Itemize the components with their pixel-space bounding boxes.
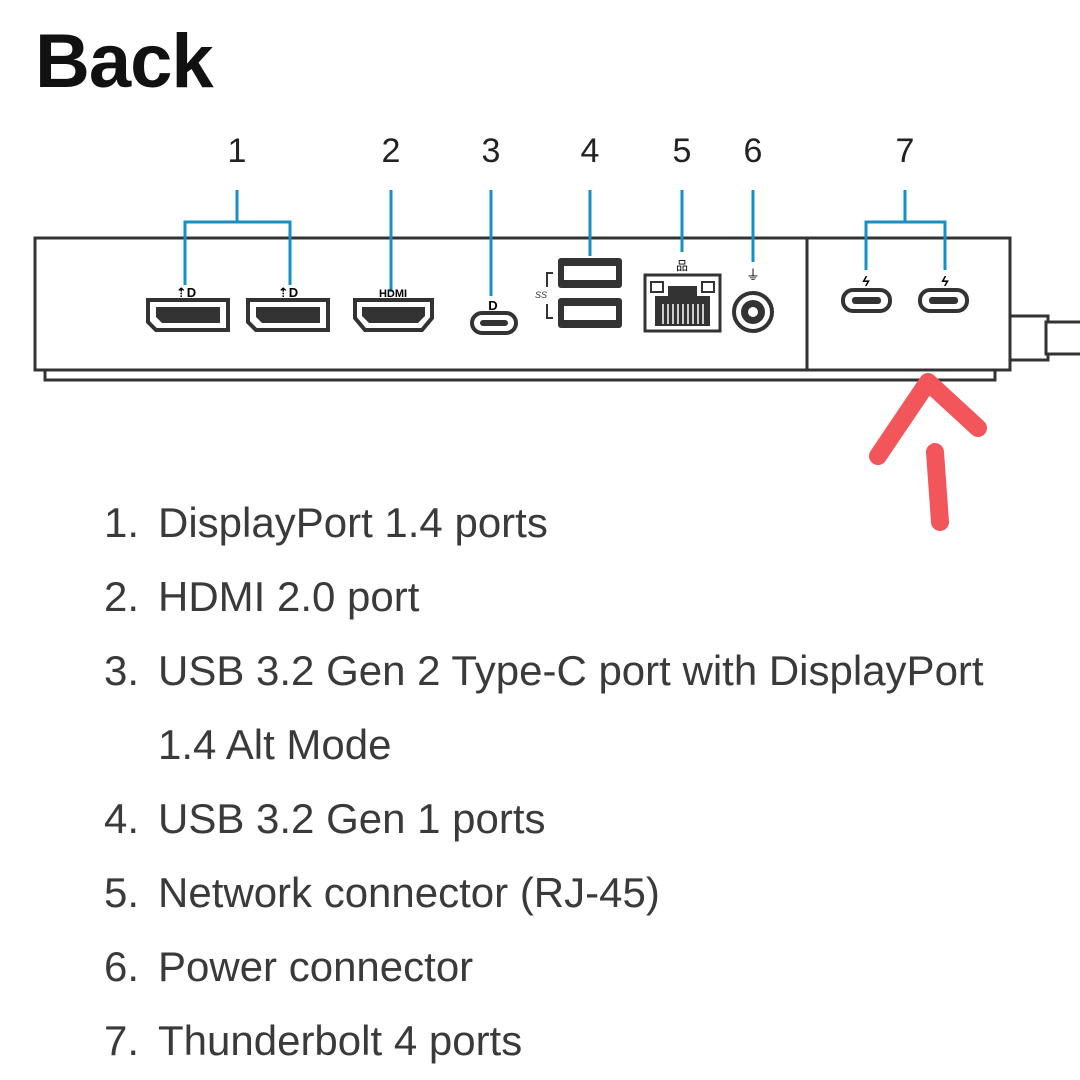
item-number: 4.	[104, 795, 140, 842]
hdmi-label: HDMI	[379, 288, 407, 300]
item-text: Network connector (RJ-45)	[158, 869, 660, 916]
svg-text:ϟ: ϟ	[941, 273, 949, 289]
power-connector: ⏚	[732, 267, 774, 333]
list-item: 5. Network connector (RJ-45)	[104, 856, 984, 930]
callout-7: 7	[896, 132, 915, 170]
power-cable	[1006, 314, 1080, 362]
list-item: 7. Thunderbolt 4 ports	[104, 1004, 984, 1078]
item-number: 7.	[104, 1017, 140, 1064]
list-item: 6. Power connector	[104, 930, 984, 1004]
rj45-port: 品	[643, 259, 722, 333]
displayport-2: ⇡D	[246, 285, 330, 332]
usb-c-port: D	[470, 298, 518, 335]
list-item: 3. USB 3.2 Gen 2 Type-C port with Display…	[104, 634, 984, 708]
callout-1: 1	[228, 132, 247, 170]
callout-4: 4	[581, 132, 600, 170]
item-text: Power connector	[158, 943, 474, 990]
item-number: 2.	[104, 573, 140, 620]
callout-2: 2	[382, 132, 401, 170]
list-item: 1. DisplayPort 1.4 ports	[104, 486, 984, 560]
svg-text:D: D	[488, 298, 497, 313]
thunderbolt-ports: ϟ ϟ	[841, 273, 969, 313]
item-text: HDMI 2.0 port	[158, 573, 420, 620]
item-text: Thunderbolt 4 ports	[158, 1017, 523, 1064]
svg-text:品: 品	[676, 259, 688, 273]
usb-ss-label: SS	[535, 290, 547, 300]
usb-a-ports: SS	[535, 258, 622, 328]
callout-3: 3	[482, 132, 501, 170]
list-item: 2. HDMI 2.0 port	[104, 560, 984, 634]
page-title: Back	[35, 19, 214, 104]
item-text: 1.4 Alt Mode	[158, 721, 392, 768]
item-text: USB 3.2 Gen 1 ports	[158, 795, 546, 842]
red-arrow-annotation	[869, 373, 987, 531]
callout-5: 5	[673, 132, 692, 170]
callout-6: 6	[744, 132, 763, 170]
svg-text:ϟ: ϟ	[862, 273, 870, 289]
item-number: 6.	[104, 943, 140, 990]
hdmi-port: HDMI	[353, 288, 434, 332]
svg-text:⇡D: ⇡D	[176, 285, 196, 300]
list-item: 4. USB 3.2 Gen 1 ports	[104, 782, 984, 856]
port-list: 1.DisplayPort 1.4 ports 2.HDMI 2.0 port …	[104, 486, 984, 1078]
item-text: USB 3.2 Gen 2 Type-C port with DisplayPo…	[158, 647, 984, 694]
svg-text:⏚: ⏚	[746, 267, 760, 283]
dock-back-diagram: 1 2 3 4 5 6 7 ⇡D ⇡D HDMI D	[33, 132, 1080, 531]
svg-text:⇡D: ⇡D	[278, 285, 298, 300]
item-number: 5.	[104, 869, 140, 916]
item-number: 3.	[104, 647, 140, 694]
list-item-continuation: 1.4 Alt Mode	[104, 708, 984, 782]
item-number: 1.	[104, 499, 140, 546]
displayport-1: ⇡D	[146, 285, 230, 332]
leader-lines	[183, 190, 947, 296]
item-text: DisplayPort 1.4 ports	[158, 499, 548, 546]
